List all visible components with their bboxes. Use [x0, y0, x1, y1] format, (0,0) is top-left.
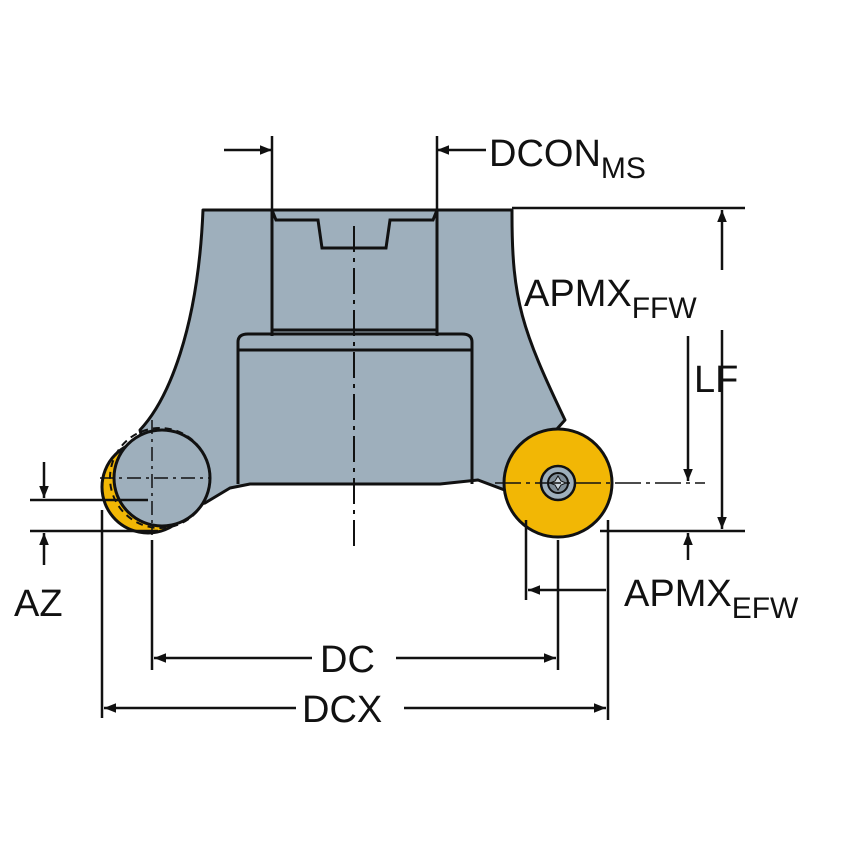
dcon-label: DCONMS: [489, 133, 646, 185]
dcx-label: DCX: [302, 689, 382, 731]
lf-label: LF: [694, 359, 738, 401]
az-label: AZ: [14, 583, 63, 625]
apmx-efw-label: APMXEFW: [624, 573, 799, 625]
cutter-body: [138, 208, 567, 507]
dc-label: DC: [320, 639, 375, 681]
apmx-ffw-label: APMXFFW: [524, 273, 697, 325]
